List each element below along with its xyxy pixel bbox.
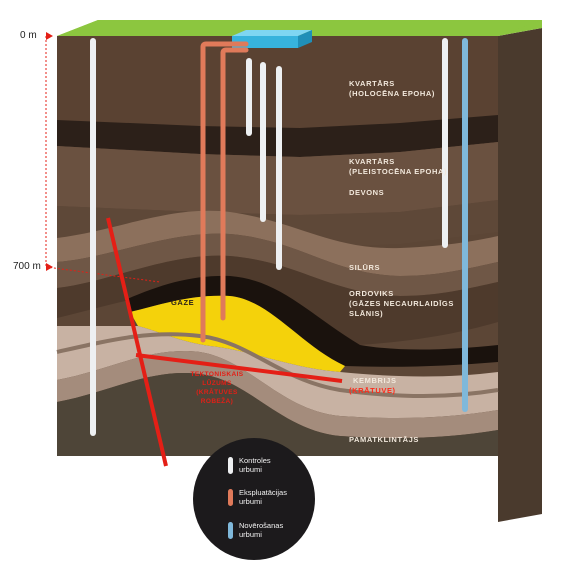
depth-700-marker [46, 263, 53, 271]
legend-item-control: Kontroles urbumi [228, 456, 309, 474]
legend-label-observation: Novērošanas urbumi [239, 521, 284, 539]
observation-well-swatch-icon [228, 522, 233, 539]
layer-lower-cambrian [57, 351, 498, 438]
label-gas: GĀZE [171, 298, 195, 307]
observation-well [462, 38, 468, 412]
exploitation-well-swatch-icon [228, 489, 233, 506]
control-well-swatch-icon [228, 457, 233, 474]
control-well-right [442, 38, 448, 248]
fault-line [106, 217, 168, 467]
label-basement: PAMATKLINTĀJS [349, 435, 420, 444]
facility-top [232, 30, 312, 36]
depth-top-marker [46, 32, 53, 40]
label-silurian: SILŪRS [349, 263, 381, 272]
control-well-short-3 [276, 66, 282, 270]
facility-side [298, 30, 312, 48]
layer-cambrian-line [56, 332, 499, 398]
label-quaternary-pleistocene: KVARTĀRS (PLEISTOCĒNA EPOHA) [349, 157, 448, 176]
fault-boundary-line [135, 353, 343, 383]
label-cambrian: KEMBRIJS [353, 376, 397, 385]
control-well-left [90, 38, 96, 436]
grass-top [57, 20, 542, 36]
legend: Kontroles urbumi Ekspluatācijas urbumi N… [193, 438, 315, 560]
layer-cap-rock [125, 275, 498, 367]
depth-label-top: 0 m [20, 30, 37, 41]
label-ordovician: ORDOVIKS (GĀZES NECAURLAIDĪGS SLĀNIS) [349, 289, 454, 318]
legend-item-exploitation: Ekspluatācijas urbumi [228, 488, 309, 506]
layer-basement [57, 373, 498, 456]
label-cambrian-note: (KRĀTUVE) [349, 386, 396, 395]
legend-item-observation: Novērošanas urbumi [228, 521, 309, 539]
control-well-short-1 [246, 58, 252, 136]
legend-label-control: Kontroles urbumi [239, 456, 271, 474]
exploitation-well-2 [220, 47, 249, 321]
layer-upper-anticline [57, 210, 498, 276]
legend-label-exploitation: Ekspluatācijas urbumi [239, 488, 287, 506]
depth-700-guide [45, 266, 161, 283]
gas-reservoir [130, 295, 345, 372]
facility-front [232, 36, 298, 48]
depth-label-700: 700 m [13, 261, 41, 272]
label-quaternary-holocene: KVARTĀRS (HOLOCĒNA EPOHA) [349, 79, 435, 98]
exploitation-well-1 [200, 41, 249, 343]
fault-label: TEKTONISKAIS LŪZUMS (KRĀTUVES ROBEŽA) [190, 371, 244, 405]
block-side-face [498, 28, 542, 522]
control-well-short-2 [260, 62, 266, 222]
label-devonian: DEVONS [349, 188, 385, 197]
